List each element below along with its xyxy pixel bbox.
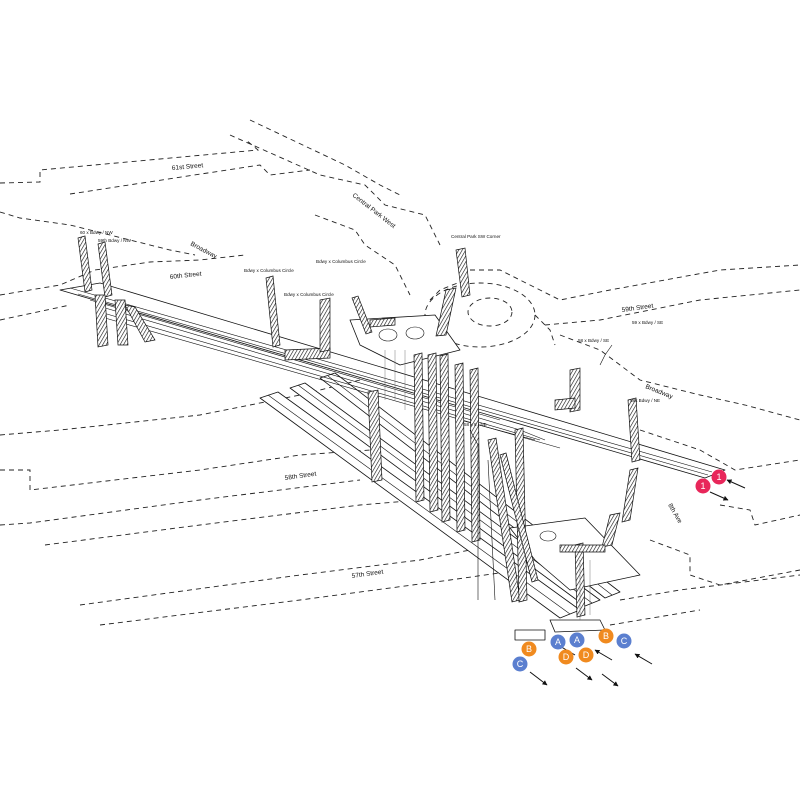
street-label-59th: 59th Street [621,303,654,314]
svg-text:A: A [555,637,561,647]
entrance-label-59-bdwy-se: 59 x Bdwy / SE [632,320,663,325]
street-label-61st: 61st Street [172,162,204,172]
service-bullet-a1: A [550,634,566,650]
street-label-central-park-west: Central Park West [351,192,397,230]
entrance-label-columbus-2: Bdwy x Columbus Circle [316,259,366,264]
entrance-label-58-bdwy-se: 58 x Bdwy / SE [578,338,609,343]
vertical-stairs [367,350,591,620]
service-bullet-c2: C [616,633,632,649]
svg-text:B: B [603,631,609,641]
entrance-stairs [77,235,641,553]
service-bullet-c1: C [512,656,528,672]
entrance-label-60-bdwy-nw: 60 x Bdwy / NW [80,230,113,235]
street-label-60th: 60th Street [169,271,202,281]
service-bullets: 1 1 B C A A D D [512,469,727,672]
entrance-label-columbus-3: Bdwy x Columbus Circle [284,292,334,297]
service-bullet-1b: 1 [695,478,711,494]
entrance-label-58-bdwy-ne: 58x Bdwy / NE [630,398,660,403]
service-bullet-d2: D [578,647,594,663]
broadway-platform [59,282,726,479]
entrance-label-columbus-1: Bdwy x Columbus Circle [244,268,294,273]
entrance-label-58-8-ne: 58 x 8 / NE [464,422,487,427]
service-bullet-a2: A [569,632,585,648]
street-label-broadway-nw: Broadway [189,241,218,261]
street-label-8th-ave: 8th Ave [666,503,683,526]
service-bullet-b1: B [521,641,537,657]
entrance-labels: 60 x Bdwy / NW 59th Bdwy / NW Bdwy x Col… [80,230,663,427]
entrance-label-59-bdwy-nw: 59th Bdwy / NW [98,238,132,243]
service-bullet-d1: D [558,649,574,665]
svg-text:D: D [583,650,590,660]
svg-text:B: B [526,644,532,654]
service-bullet-1a: 1 [711,469,727,485]
svg-text:D: D [563,652,570,662]
svg-text:1: 1 [700,481,705,491]
svg-text:A: A [574,635,580,645]
street-label-57th: 57th Street [351,569,384,580]
svg-text:C: C [621,636,628,646]
street-grid [0,119,800,626]
service-bullet-b2: B [598,628,614,644]
entrance-label-central-park-sw: Central Park SW Corner [451,234,501,239]
street-label-58th: 58th Street [284,471,317,482]
svg-text:1: 1 [716,472,721,482]
svg-text:C: C [517,659,524,669]
